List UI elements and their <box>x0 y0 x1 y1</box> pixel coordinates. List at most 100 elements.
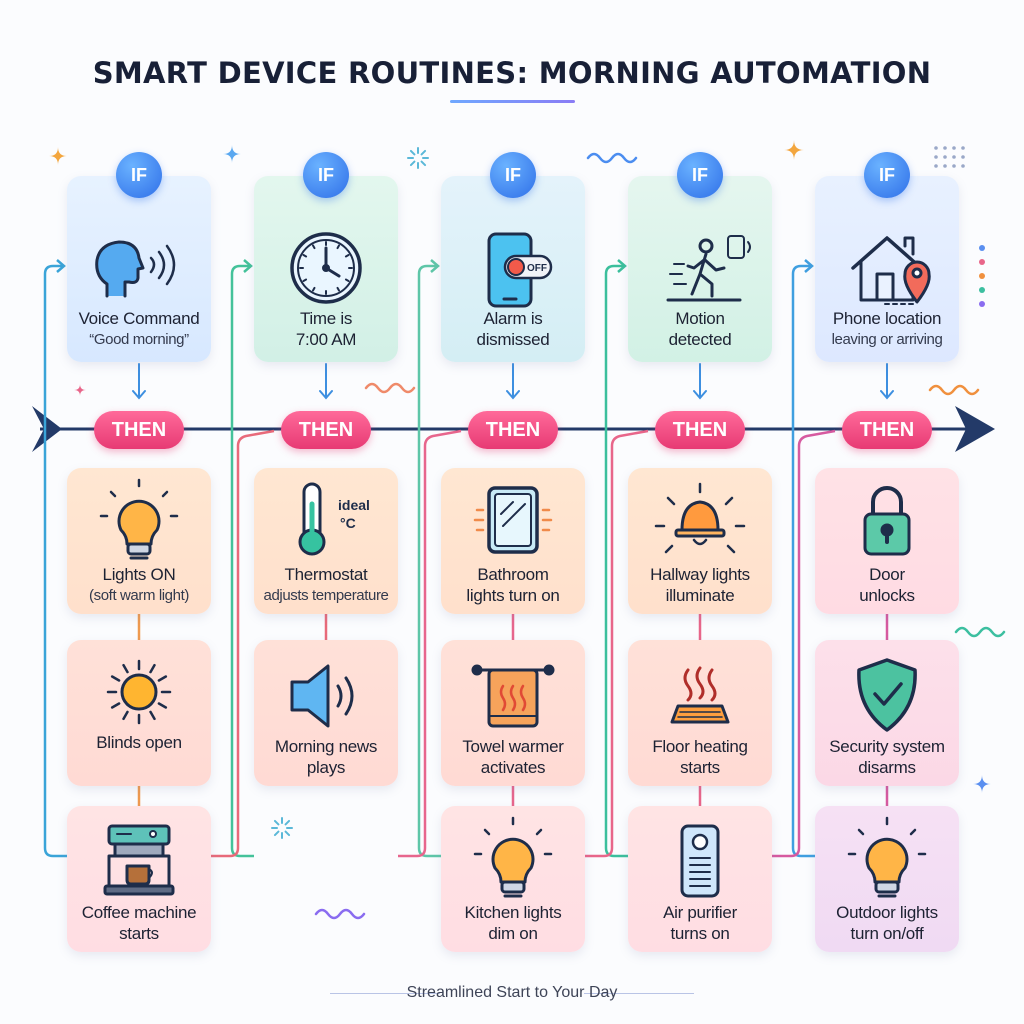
dot-grid-decoration <box>943 164 947 168</box>
action-label: Lights ON(soft warm light) <box>67 564 211 606</box>
action-title: Outdoor lights <box>836 903 938 922</box>
trigger-label: Voice Command“Good morning” <box>67 308 211 350</box>
action-detail: turns on <box>670 924 730 943</box>
action-label: Air purifier turns on <box>628 902 772 944</box>
action-title: Morning news <box>274 737 378 756</box>
squiggle-decoration <box>928 384 980 396</box>
if-badge: IF <box>116 152 162 198</box>
dot-grid-decoration <box>952 146 956 150</box>
action-card: Blinds open <box>67 640 211 786</box>
action-detail: unlocks <box>859 586 915 605</box>
trigger-detail: “Good morning” <box>89 331 189 348</box>
action-card: Outdoor lights turn on/off <box>815 806 959 952</box>
action-detail: plays <box>306 758 346 777</box>
dot-grid-decoration <box>961 164 965 168</box>
then-badge: THEN <box>281 411 371 449</box>
return-flow-line <box>398 429 462 858</box>
trigger-detail: dismissed <box>476 330 550 349</box>
squiggle-decoration <box>364 382 416 394</box>
if-then-arrow <box>880 363 894 400</box>
padlock-icon <box>863 486 911 556</box>
trigger-title: Phone location <box>832 309 942 328</box>
action-title: Towel warmer <box>462 737 564 756</box>
towel-warmer-icon <box>471 664 555 728</box>
action-title: Hallway lights <box>650 565 750 584</box>
action-card: Lights ON(soft warm light) <box>67 468 211 614</box>
then-badge: THEN <box>94 411 184 449</box>
feedback-loop-line <box>417 264 441 858</box>
shield-check-icon <box>857 658 917 732</box>
return-flow-line <box>211 429 275 858</box>
feedback-loop-arrowhead <box>430 259 440 273</box>
action-detail: illuminate <box>665 586 735 605</box>
feedback-loop-line <box>604 264 628 858</box>
floor-heating-icon <box>670 666 730 724</box>
then-badge: THEN <box>468 411 558 449</box>
feedback-loop-arrowhead <box>617 259 627 273</box>
dot-grid-decoration <box>961 146 965 150</box>
return-flow-line <box>585 429 649 858</box>
then-badge: THEN <box>655 411 745 449</box>
if-badge: IF <box>490 152 536 198</box>
action-label: Thermostat adjusts temperature <box>254 564 398 606</box>
title-underline <box>450 100 575 103</box>
action-title: Coffee machine <box>81 903 197 922</box>
sparkle-decoration <box>784 140 804 160</box>
feedback-loop-arrowhead <box>56 259 66 273</box>
burst-decoration <box>284 830 291 837</box>
action-detail: dim on <box>488 924 538 943</box>
dot-grid-decoration <box>961 155 965 159</box>
feedback-loop-line <box>791 264 815 858</box>
speaker-icon <box>290 664 354 728</box>
trigger-detail: 7:00 AM <box>295 330 357 349</box>
action-title: Thermostat <box>284 565 368 584</box>
footer-divider-right <box>584 993 694 994</box>
voice-command-icon <box>95 240 176 298</box>
action-detail: adjusts temperature <box>263 587 389 604</box>
feedback-loop-arrowhead <box>243 259 253 273</box>
if-then-arrow <box>319 363 333 400</box>
squiggle-decoration <box>314 908 366 920</box>
action-detail: turn on/off <box>850 924 924 943</box>
burst-decoration <box>409 160 416 167</box>
action-label: Outdoor lights turn on/off <box>815 902 959 944</box>
action-title: Air purifier <box>663 903 737 922</box>
feedback-loop-line <box>43 264 67 858</box>
sparkle-decoration <box>49 147 67 165</box>
then-badge: THEN <box>842 411 932 449</box>
burst-decoration <box>420 149 427 156</box>
action-title: Blinds open <box>96 733 182 752</box>
trigger-detail: detected <box>668 330 732 349</box>
dot-decoration <box>979 301 985 307</box>
action-title: Floor heating <box>652 737 748 756</box>
air-purifier-icon <box>680 824 720 898</box>
footer-caption: Streamlined Start to Your Day <box>406 984 618 1001</box>
action-label: Blinds open <box>67 732 211 753</box>
page-title: SMART DEVICE ROUTINES: MORNING AUTOMATIO… <box>92 56 932 90</box>
dot-decoration <box>979 245 985 251</box>
dot-decoration <box>979 259 985 265</box>
action-card: Morning news plays <box>254 640 398 786</box>
action-title: Lights ON <box>102 565 176 584</box>
burst-decoration <box>409 149 416 156</box>
dot-grid-decoration <box>943 155 947 159</box>
action-title: Security system <box>829 737 945 756</box>
